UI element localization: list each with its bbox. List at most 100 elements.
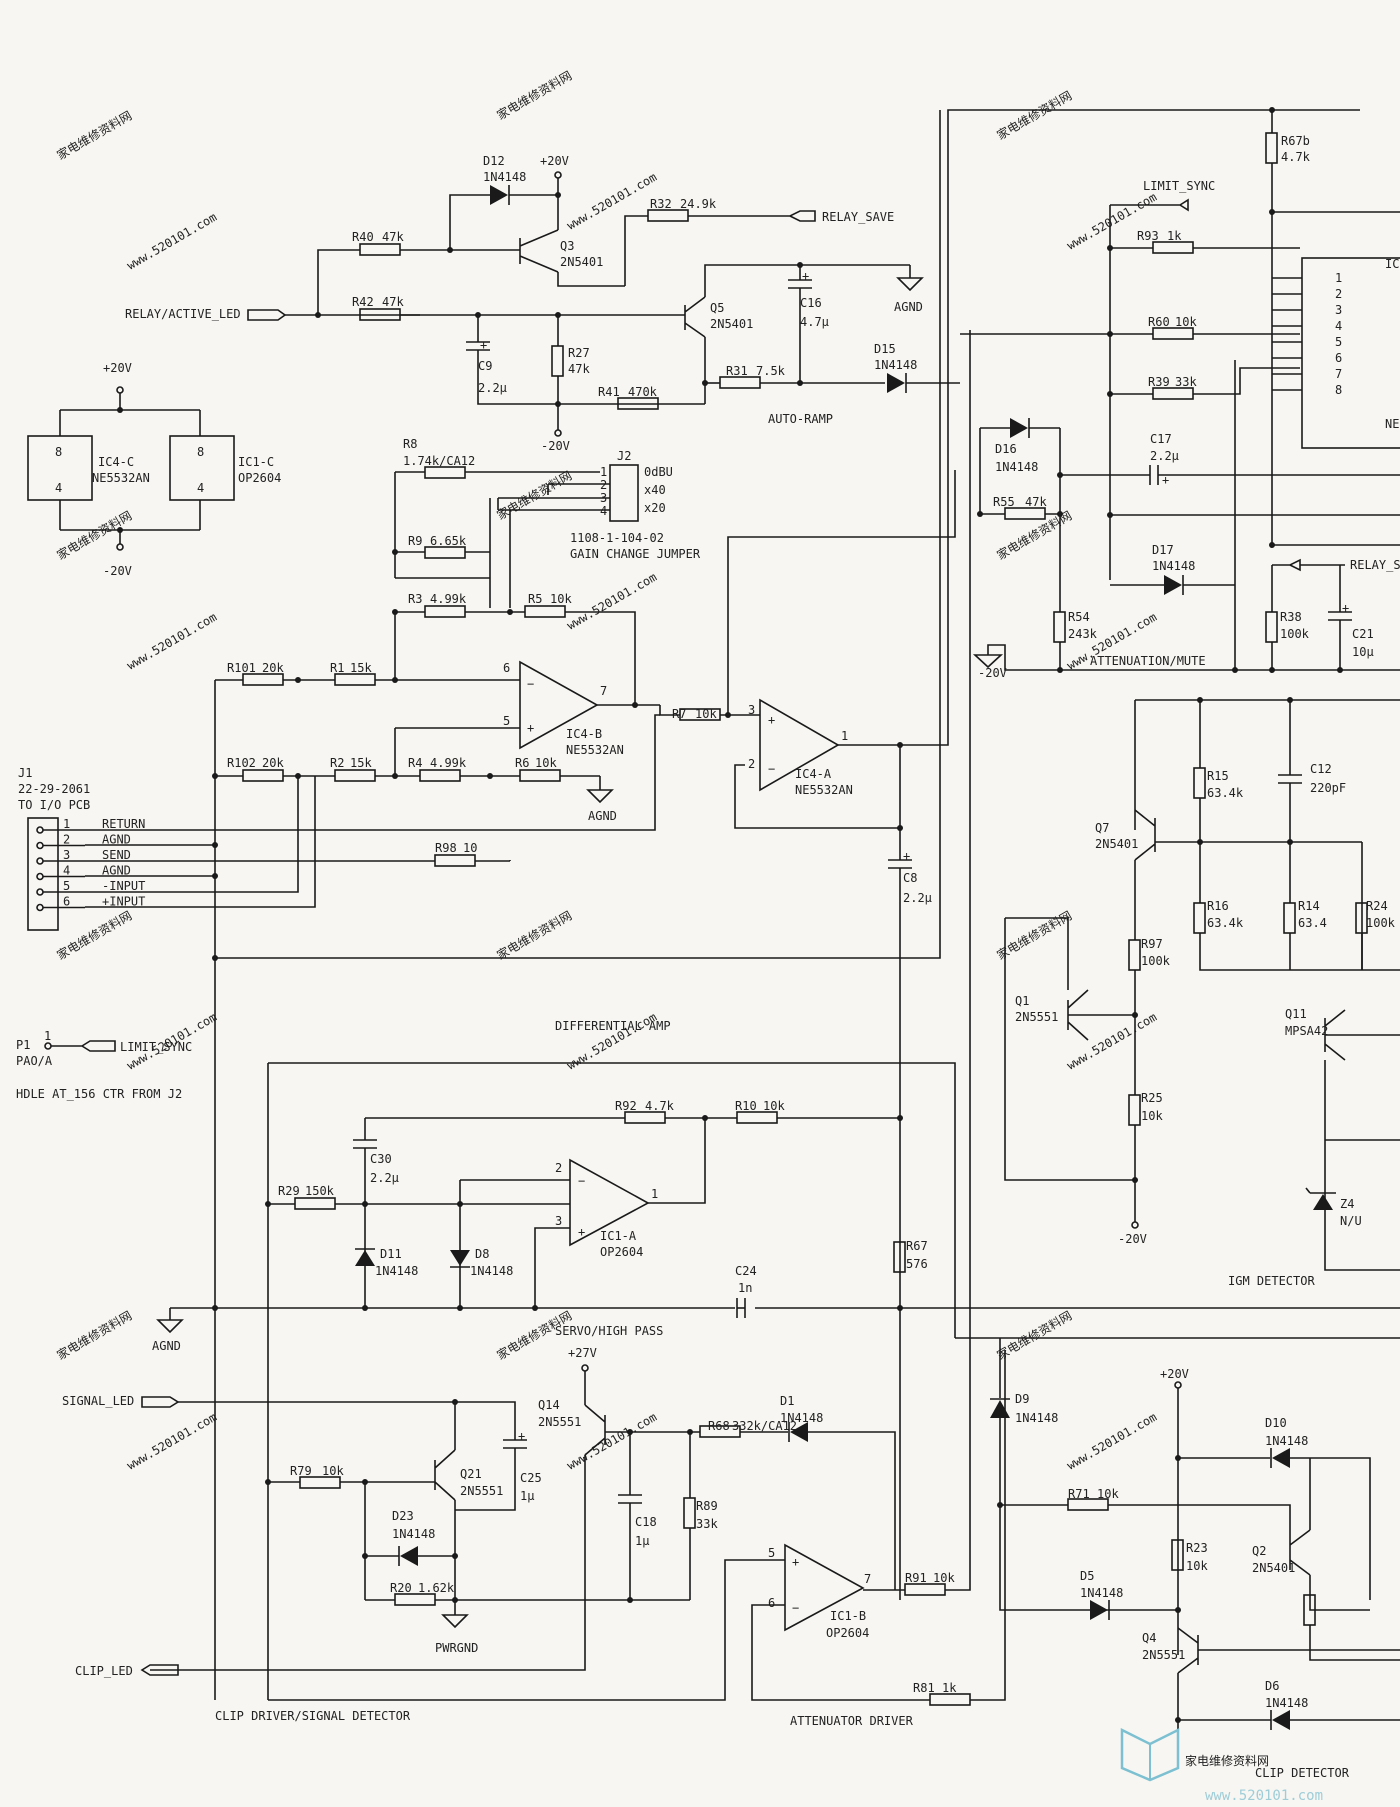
d6-ref: D6: [1265, 1679, 1279, 1693]
q3-part: 2N5401: [560, 255, 603, 269]
pin-number: 2: [748, 757, 755, 771]
ic1-b-ref: IC1-B: [830, 1609, 866, 1623]
r4-ref: R4: [408, 756, 422, 770]
r54-ref: R38: [1280, 610, 1302, 624]
rail-label: -20V: [1118, 1232, 1147, 1246]
j1-pin-name: AGND: [102, 864, 131, 878]
gain-jumper-section: R8 1.74k/CA12 J2 1 2 3 4 0dBU x40 x20 11…: [392, 437, 701, 608]
opamp-ic4-a: [759, 698, 840, 792]
watermark-cn: 家电维修资料网: [494, 908, 574, 963]
r2-value: 15k: [350, 756, 372, 770]
relay-pin-number: 1: [1335, 271, 1342, 285]
rail-label: -20V: [541, 439, 570, 453]
auto-ramp-section: RELAY/ACTIVE_LED R40 47k D12 1N4148 +20V…: [125, 154, 960, 453]
d1-ref: D1: [780, 1394, 794, 1408]
j1-pin-name: +INPUT: [102, 895, 145, 909]
q14-ref: Q14: [538, 1398, 560, 1412]
c8-value: 2.2µ: [903, 891, 932, 905]
polarity-plus: +: [1162, 473, 1169, 487]
watermark-url: www.520101.com: [565, 170, 660, 233]
r6-ref: R6: [515, 756, 529, 770]
pin-number: 6: [503, 661, 510, 675]
d6-part: 1N4148: [1265, 1696, 1308, 1710]
j1-pin-name: -INPUT: [102, 879, 145, 893]
r7-ref: R7: [672, 707, 686, 721]
d15-part: 1N4148: [874, 358, 917, 372]
r71-value: 10k: [1186, 1559, 1208, 1573]
r10-ref: R10: [735, 1099, 757, 1113]
c18-value: 1µ: [635, 1534, 649, 1548]
r31-ref: R31: [726, 364, 748, 378]
plus-sign: +: [768, 713, 775, 727]
send-buffer-section: R7 10k 3 2 1 + − IC4-A NE5532AN + C8 2.2…: [16, 109, 1360, 1700]
ic1-a-part: OP2604: [600, 1245, 643, 1259]
ic4-a-ref: IC4-A: [795, 767, 832, 781]
watermark-cn: 家电维修资料网: [494, 468, 574, 523]
j1-pin-circle: [36, 857, 44, 865]
brand-text: 家电维修资料网: [1185, 1753, 1269, 1768]
r29-value: 150k: [305, 1184, 335, 1198]
watermark-cn: 家电维修资料网: [54, 108, 134, 163]
c21-ref: C21: [1352, 627, 1374, 641]
relay-ic-ref: IC: [1385, 257, 1399, 271]
label-clip-detector: CLIP DETECTOR: [1255, 1766, 1350, 1780]
pin-number: 1: [651, 1187, 658, 1201]
q14-part: 2N5551: [538, 1415, 581, 1429]
d5-ref: D5: [1080, 1569, 1094, 1583]
relay-pin-number: 8: [1335, 383, 1342, 397]
q3-ref: Q3: [560, 239, 574, 253]
r102-value: 20k: [262, 756, 284, 770]
c24-ref: C24: [735, 1264, 757, 1278]
r93-ref: R60: [1148, 315, 1170, 329]
j2-box: [609, 464, 639, 522]
opamp-ic1-b: [784, 1543, 865, 1632]
c9-ref: C9: [478, 359, 492, 373]
opamp-ic1-a: [569, 1158, 650, 1247]
r20-value: 10k: [933, 1571, 955, 1585]
d11-part: 1N4148: [375, 1264, 418, 1278]
pin-number: 2: [555, 1161, 562, 1175]
c16-ref: C16: [800, 296, 822, 310]
r3-ref: R3: [408, 592, 422, 606]
j2-pin: 1: [600, 465, 607, 479]
r92-ref: R92: [615, 1099, 637, 1113]
r8-ref: R8: [403, 437, 417, 451]
servo-high-pass-section: R92 4.7k R10 10k C30 2.2µ R29 150k D11 1…: [152, 1062, 1400, 1700]
q11-part: MPSA42: [1285, 1024, 1328, 1038]
rail-label: +20V: [103, 361, 132, 375]
r9-value: 6.65k: [430, 534, 467, 548]
d16-ref: D16: [995, 442, 1017, 456]
rail-label: -20V: [978, 666, 1007, 680]
d15-ref: D15: [874, 342, 896, 356]
d1-part: 1N4148: [780, 1411, 823, 1425]
label-attenuator-driver: ATTENUATOR DRIVER: [790, 1714, 914, 1728]
r97-value: 10k: [1141, 1109, 1163, 1123]
r91-value: 1k: [942, 1681, 957, 1695]
net-limit-sync: LIMIT_SYNC: [1143, 179, 1215, 193]
p1-name: PAO/A: [16, 1054, 53, 1068]
r29-ref: R29: [278, 1184, 300, 1198]
rail-label: AGND: [588, 809, 617, 823]
d9-ref: D9: [1015, 1392, 1029, 1406]
pin-number: 3: [748, 703, 755, 717]
c25-value: 1µ: [520, 1489, 534, 1503]
ic1-c-box: [169, 435, 235, 501]
r39-value: 47k: [1025, 495, 1047, 509]
c9-value: 2.2µ: [478, 381, 507, 395]
q5-part: 2N5401: [710, 317, 753, 331]
p1-note: HDLE AT_156 CTR FROM J2: [16, 1087, 182, 1101]
watermark-cn: 家电维修资料网: [54, 908, 134, 963]
c8-ref: C8: [903, 871, 917, 885]
j1-part: 22-29-2061: [18, 782, 90, 796]
r102-ref: R102: [227, 756, 256, 770]
j2-option: x40: [644, 483, 666, 497]
d8-part: 1N4148: [470, 1264, 513, 1278]
j2-pin: 2: [600, 478, 607, 492]
minus-sign: −: [768, 762, 775, 776]
watermark-url: www.520101.com: [1065, 1410, 1160, 1473]
c12-ref: C12: [1310, 762, 1332, 776]
j1-pin-circle: [36, 826, 44, 834]
